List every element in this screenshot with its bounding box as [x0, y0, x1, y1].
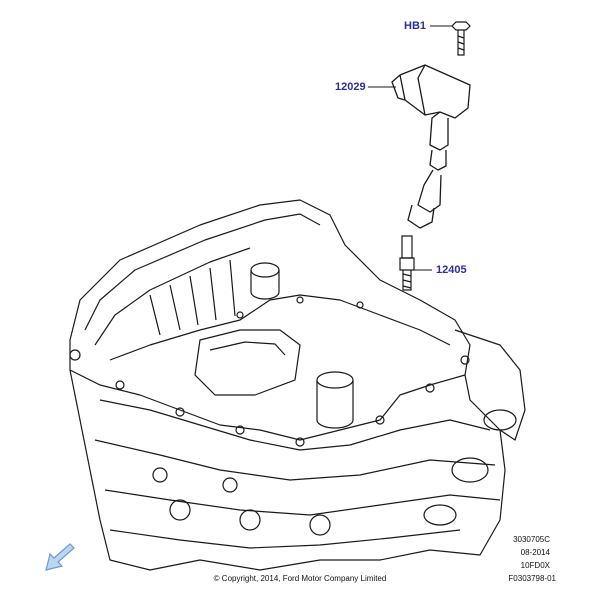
bolt [451, 21, 471, 56]
figure-id: F0303798-01 [508, 574, 556, 583]
arrow-down-left-icon[interactable] [45, 543, 75, 571]
callout-spark-plug: 12405 [436, 264, 467, 276]
spark-plug [399, 235, 415, 291]
reference-line-1: 3030705C [513, 535, 550, 544]
leader-lines [368, 25, 452, 271]
callout-hb1: HB1 [404, 20, 427, 32]
reference-date: 08-2014 [520, 548, 550, 557]
callout-ignition-coil: 12029 [335, 81, 366, 93]
ignition-coil [391, 64, 471, 229]
engine-block-outline [69, 199, 526, 571]
copyright-notice: © Copyright, 2014, Ford Motor Company Li… [213, 574, 387, 583]
reference-model-code: 10FD0X [520, 561, 550, 570]
